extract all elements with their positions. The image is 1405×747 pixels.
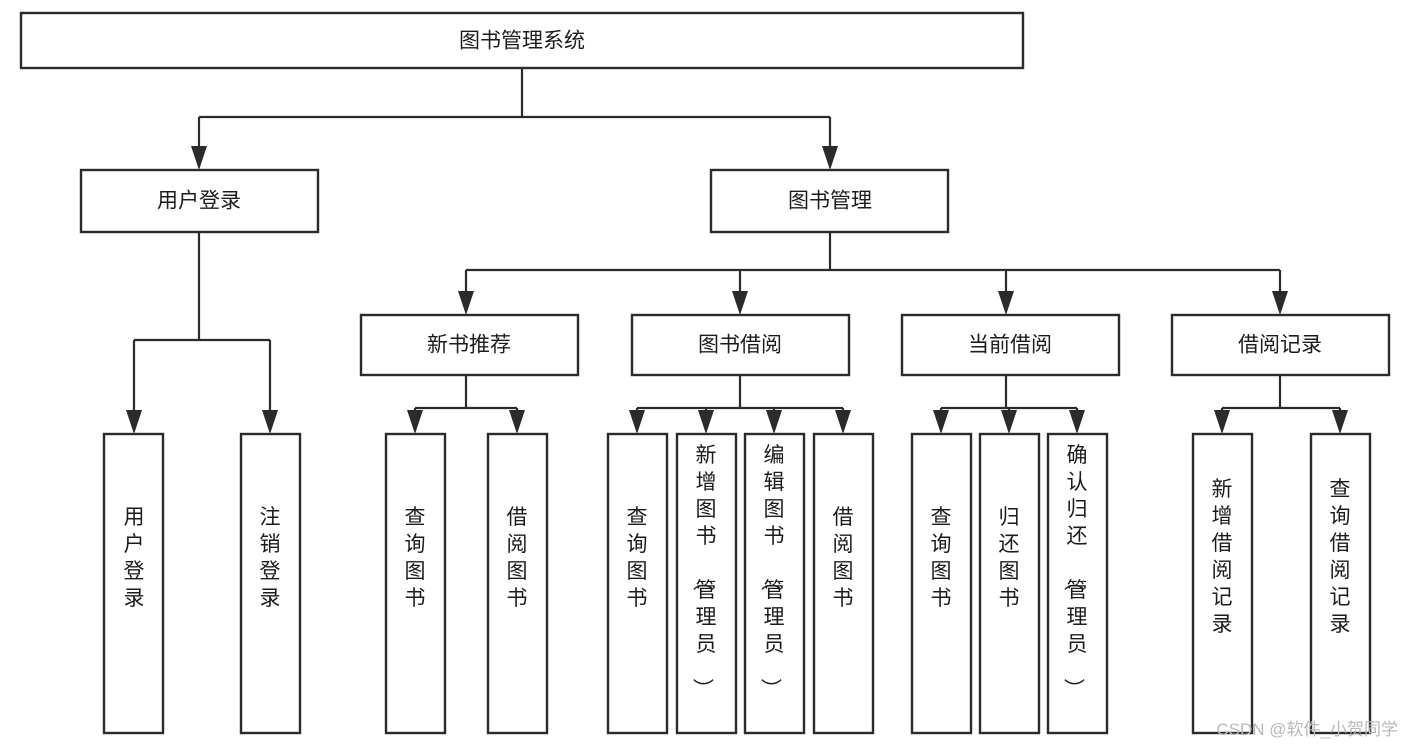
node-leaf-add-record[interactable]: 新增借阅记录: [1191, 432, 1254, 735]
arrow-to-leaf-add-book: [698, 410, 714, 434]
arrow-to-borrow-record: [1272, 291, 1288, 315]
node-leaf-query-book-2[interactable]: 查询图书: [606, 432, 669, 735]
node-leaf-add-book-box[interactable]: [675, 432, 738, 735]
node-leaf-user-login[interactable]: 用户登录: [102, 432, 165, 735]
node-current-borrow[interactable]: 当前借阅: [900, 313, 1121, 377]
arrow-to-leaf-user-logout: [262, 410, 278, 434]
node-root[interactable]: 图书管理系统: [19, 11, 1025, 70]
node-leaf-confirm-return-label: 确认归还（管理员）: [1062, 444, 1088, 699]
node-leaf-user-login-box[interactable]: [102, 432, 165, 735]
node-leaf-query-record-label: 查询借阅记录: [1330, 478, 1351, 636]
arrow-to-leaf-return-book: [1001, 410, 1017, 434]
connector-group-book-borrow: [629, 375, 851, 434]
arrow-to-current-borrow: [998, 291, 1014, 315]
node-leaf-query-book-1[interactable]: 查询图书: [384, 432, 447, 735]
node-leaf-return-book-box[interactable]: [978, 432, 1041, 735]
arrow-to-leaf-confirm-return: [1069, 410, 1085, 434]
arrow-to-leaf-borrow-book-1: [509, 410, 525, 434]
node-leaf-return-book[interactable]: 归还图书: [978, 432, 1041, 735]
connector-group-new-book-recommend: [407, 375, 525, 434]
node-leaf-confirm-return-box[interactable]: [1046, 432, 1109, 735]
node-leaf-confirm-return[interactable]: 确认归还（管理员）: [1046, 432, 1109, 735]
arrow-to-user-login: [191, 146, 207, 170]
node-book-manage[interactable]: 图书管理: [709, 168, 950, 234]
node-leaf-add-record-label: 新增借阅记录: [1212, 478, 1233, 636]
node-leaf-borrow-book-1[interactable]: 借阅图书: [486, 432, 549, 735]
node-leaf-user-logout[interactable]: 注销登录: [239, 432, 302, 735]
node-root-label: 图书管理系统: [459, 30, 585, 53]
node-new-book-recommend-label: 新书推荐: [427, 334, 511, 357]
arrow-to-leaf-borrow-book-2: [835, 410, 851, 434]
connector-group-user-login: [126, 232, 278, 434]
node-leaf-borrow-book-2-box[interactable]: [812, 432, 875, 735]
node-leaf-borrow-book-1-box[interactable]: [486, 432, 549, 735]
node-leaf-query-record-box[interactable]: [1309, 432, 1372, 735]
node-book-borrow-label: 图书借阅: [698, 334, 782, 357]
node-leaf-query-book-3[interactable]: 查询图书: [910, 432, 973, 735]
node-user-login-label: 用户登录: [157, 190, 241, 213]
node-leaf-edit-book[interactable]: 编辑图书（管理员）: [743, 432, 806, 735]
node-current-borrow-box[interactable]: [900, 313, 1121, 377]
node-leaf-user-logout-label: 注销登录: [260, 506, 281, 610]
arrow-to-leaf-query-book-1: [407, 410, 423, 434]
node-leaf-add-book-label: 新增图书（管理员）: [691, 444, 717, 699]
node-leaf-query-book-3-label: 查询图书: [931, 506, 952, 610]
node-leaf-query-book-2-label: 查询图书: [627, 506, 648, 610]
arrow-to-leaf-user-login: [126, 410, 142, 434]
node-book-manage-box[interactable]: [709, 168, 950, 234]
node-new-book-recommend[interactable]: 新书推荐: [359, 313, 580, 377]
node-leaf-borrow-book-2[interactable]: 借阅图书: [812, 432, 875, 735]
connector-group-current-borrow: [933, 375, 1085, 434]
node-leaf-query-book-1-label: 查询图书: [405, 506, 426, 610]
arrow-to-book-borrow: [732, 291, 748, 315]
node-current-borrow-label: 当前借阅: [968, 334, 1052, 357]
node-leaf-query-book-1-box[interactable]: [384, 432, 447, 735]
node-leaf-borrow-book-2-label: 借阅图书: [833, 506, 854, 610]
node-book-borrow[interactable]: 图书借阅: [630, 313, 851, 377]
node-user-login-box[interactable]: [79, 168, 320, 234]
node-borrow-record[interactable]: 借阅记录: [1170, 313, 1391, 377]
connector-group-root: [191, 68, 838, 170]
arrow-to-leaf-query-book-3: [933, 410, 949, 434]
arrow-to-leaf-query-book-2: [629, 410, 645, 434]
arrow-to-leaf-edit-book: [766, 410, 782, 434]
arrow-to-book-manage: [822, 146, 838, 170]
csdn-watermark: CSDN @软件_小贺同学: [1216, 720, 1398, 739]
node-borrow-record-box[interactable]: [1170, 313, 1391, 377]
node-leaf-query-book-3-box[interactable]: [910, 432, 973, 735]
arrow-to-leaf-query-record: [1332, 410, 1348, 434]
arrow-to-new-book-recommend: [458, 291, 474, 315]
node-leaf-borrow-book-1-label: 借阅图书: [507, 506, 528, 610]
node-borrow-record-label: 借阅记录: [1238, 334, 1322, 357]
node-leaf-query-record[interactable]: 查询借阅记录: [1309, 432, 1372, 735]
node-book-borrow-box[interactable]: [630, 313, 851, 377]
node-leaf-user-login-label: 用户登录: [124, 506, 145, 610]
node-leaf-add-record-box[interactable]: [1191, 432, 1254, 735]
node-leaf-add-book[interactable]: 新增图书（管理员）: [675, 432, 738, 735]
node-leaf-user-logout-box[interactable]: [239, 432, 302, 735]
node-book-manage-label: 图书管理: [788, 190, 872, 213]
node-leaf-edit-book-box[interactable]: [743, 432, 806, 735]
node-user-login[interactable]: 用户登录: [79, 168, 320, 234]
node-leaf-query-book-2-box[interactable]: [606, 432, 669, 735]
node-root-box[interactable]: [19, 11, 1025, 70]
node-leaf-edit-book-label: 编辑图书（管理员）: [759, 444, 785, 699]
node-new-book-recommend-box[interactable]: [359, 313, 580, 377]
node-leaf-return-book-label: 归还图书: [999, 506, 1020, 610]
connector-group-borrow-record: [1214, 375, 1348, 434]
arrow-to-leaf-add-record: [1214, 410, 1230, 434]
connector-group-book-manage: [458, 232, 1288, 315]
